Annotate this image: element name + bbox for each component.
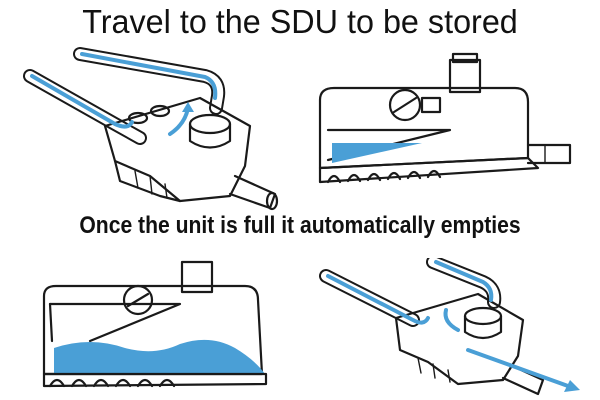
float-valve	[388, 88, 422, 122]
panel-inflow	[20, 46, 290, 211]
panel-outflow	[318, 258, 588, 398]
emptying-drawing	[42, 260, 268, 388]
water-flow-out	[466, 348, 570, 388]
stored-water	[332, 143, 422, 163]
emptying-water	[54, 339, 265, 374]
float-valve	[122, 284, 154, 316]
unit-chimney	[180, 260, 214, 294]
unit-body	[42, 284, 264, 376]
unit-body	[394, 292, 525, 386]
panel-storing	[310, 50, 580, 210]
outflow-arrow-icon	[564, 380, 580, 392]
top-caption: Travel to the SDU to be stored	[82, 3, 518, 40]
storing-drawing	[318, 52, 572, 184]
unit-body	[318, 86, 530, 170]
unit-cylinder	[463, 314, 503, 340]
middle-caption: Once the unit is full it automatically e…	[79, 212, 521, 239]
unit-chimney	[448, 58, 482, 94]
water-flow-in	[30, 74, 134, 129]
unit-cylinder	[188, 122, 232, 149]
outflow-drawing	[319, 258, 580, 396]
inflow-drawing	[23, 47, 279, 211]
panel-emptying	[30, 256, 290, 396]
unit-body	[103, 96, 252, 203]
